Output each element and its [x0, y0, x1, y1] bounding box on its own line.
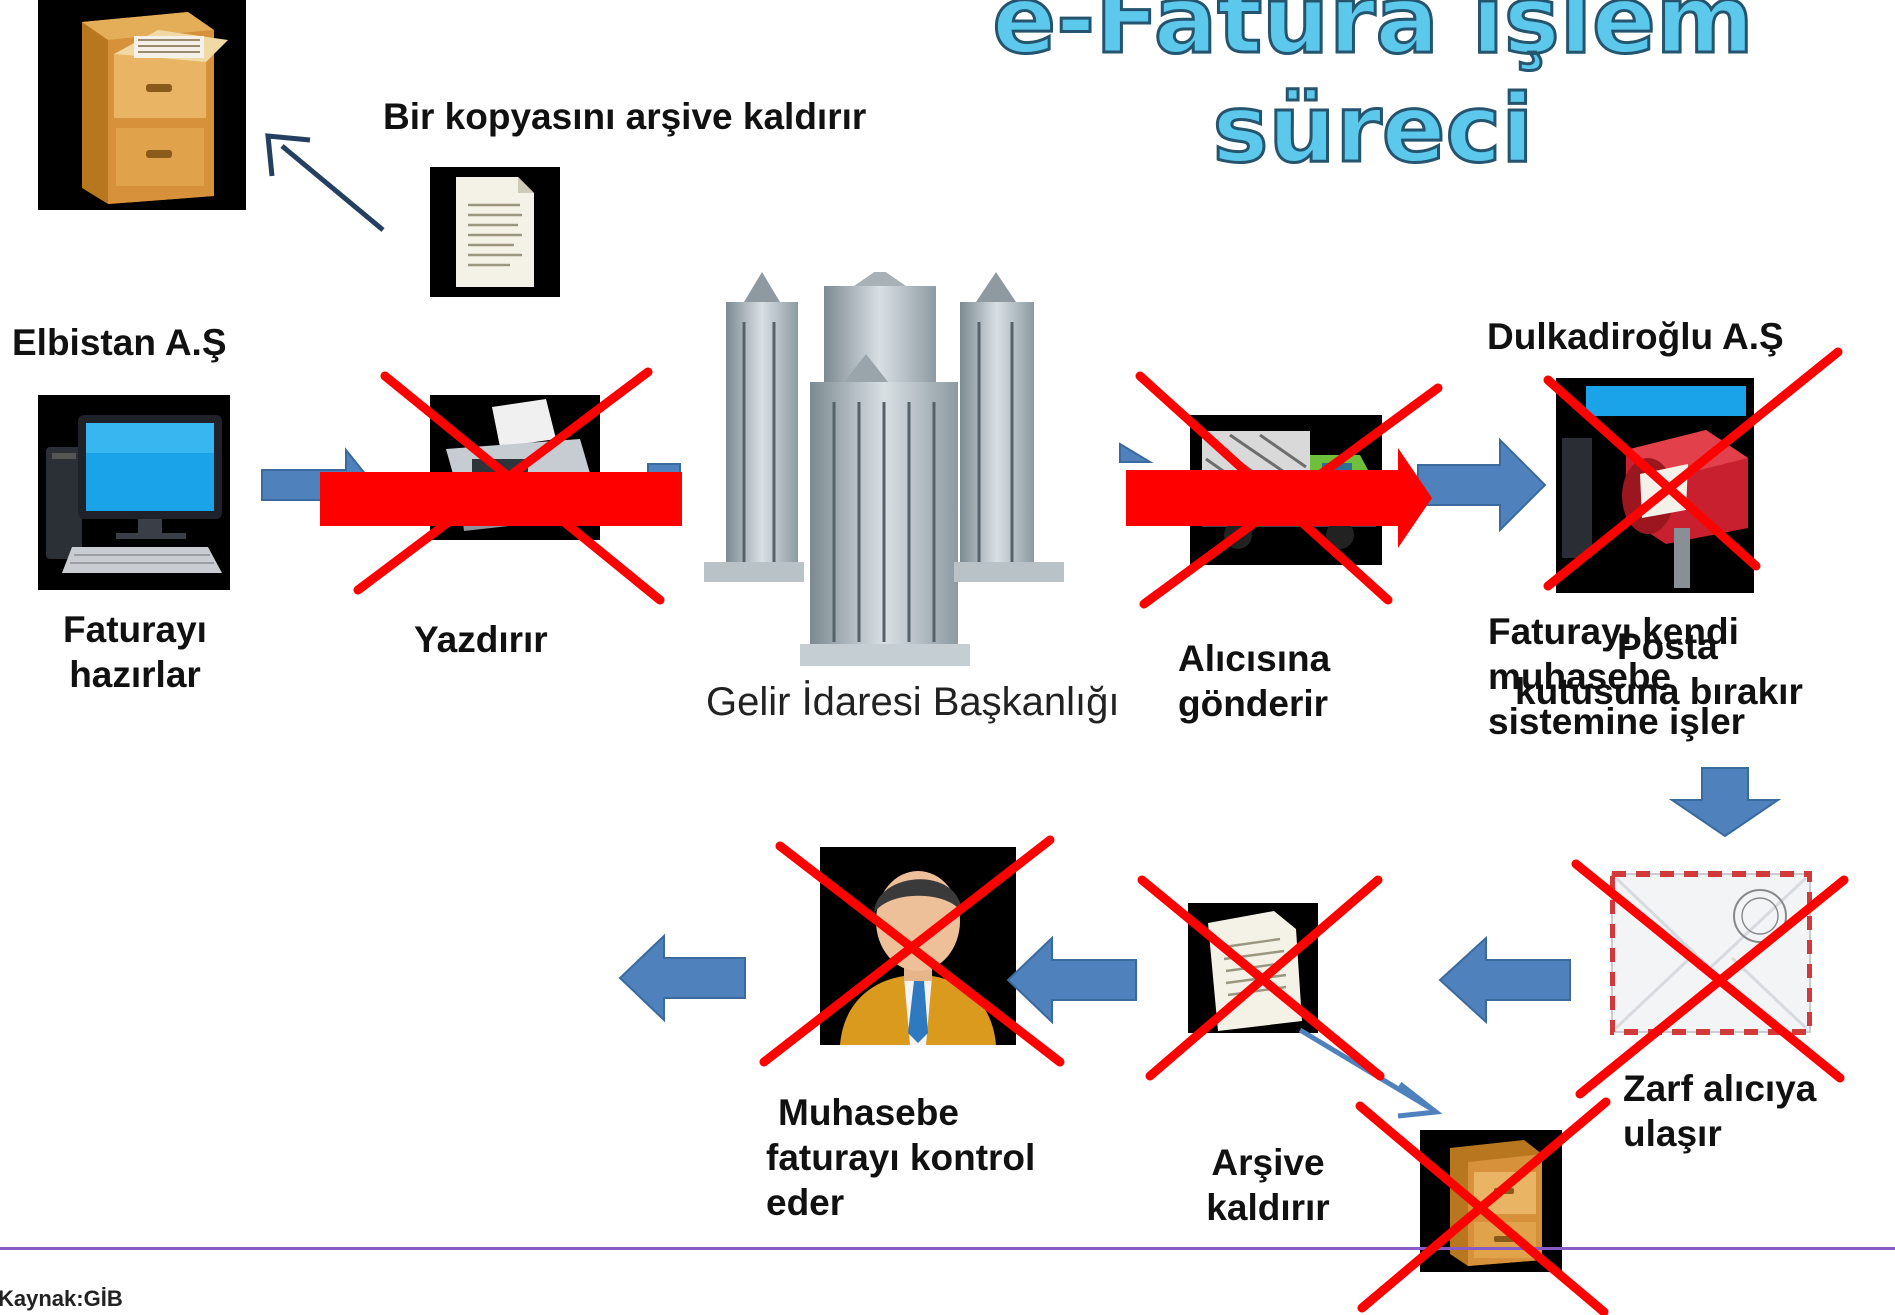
- send-label: Alıcısına gönderir: [1178, 636, 1330, 726]
- receiver-step-a-line-1: Faturayı kendi: [1488, 611, 1739, 652]
- flow-arrow-into-gib: [647, 463, 681, 509]
- send-line-2: gönderir: [1178, 683, 1329, 725]
- computer-icon: [38, 395, 230, 590]
- accounting-line-3: eder: [766, 1182, 845, 1224]
- receiver-step-a-line-2: muhasebe: [1488, 656, 1672, 698]
- send-line-1: Alıcısına: [1178, 638, 1331, 679]
- flow-arrow-envelope-to-archive: [1438, 935, 1571, 1025]
- sender-company-label: Elbistan A.Ş: [12, 322, 227, 363]
- footer-rule: [0, 1247, 1895, 1250]
- flow-arrow-truck-to-mailbox: [1417, 437, 1547, 533]
- prepare-line-2: hazırlar: [69, 654, 201, 696]
- mailbox-icon: [1556, 378, 1754, 593]
- prepare-line-1: Faturayı: [63, 609, 207, 650]
- document-icon: [1188, 903, 1318, 1033]
- accounting-label: Muhasebe faturayı kontrol eder: [766, 1090, 1035, 1225]
- file-cabinet-icon: [38, 0, 246, 210]
- source-label: Kaynak:GİB: [0, 1286, 123, 1311]
- envelope-line-2: ulaşır: [1623, 1113, 1722, 1155]
- archive-line-1: Arşive: [1211, 1142, 1325, 1183]
- archive-label: Arşive kaldırır: [1198, 1140, 1338, 1230]
- delivery-truck-icon: [1190, 415, 1382, 565]
- accounting-line-2: faturayı kontrol: [766, 1137, 1036, 1179]
- accountant-icon: [820, 847, 1016, 1045]
- print-label: Yazdırır: [414, 619, 548, 660]
- receiver-company-label: Dulkadiroğlu A.Ş: [1487, 316, 1784, 357]
- flow-arrow-down: [1668, 767, 1782, 838]
- archive-copy-arrow: [265, 133, 385, 232]
- accounting-line-1: Muhasebe: [778, 1092, 959, 1133]
- printer-icon: [430, 395, 600, 540]
- receiver-step-b-line-1: Posta: [1617, 626, 1718, 667]
- envelope-icon: [1610, 870, 1812, 1036]
- flow-arrow-archive-to-accounting: [1006, 935, 1137, 1025]
- archive-copy-label: Bir kopyasını arşive kaldırır: [383, 96, 867, 137]
- document-icon: [430, 167, 560, 297]
- archive-arrow: [1298, 1027, 1443, 1119]
- receiver-step-b-label: Posta kutusuna bırakır: [1515, 624, 1803, 714]
- receiver-step-a-label: Faturayı kendi muhasebe sistemine işler: [1488, 609, 1745, 744]
- archive-line-2: kaldırır: [1206, 1187, 1330, 1229]
- flow-arrow-out-gib: [1119, 442, 1154, 463]
- flow-arrow-prepare-to-print: [261, 447, 376, 523]
- page-title: e-Fatura işlem süreci: [958, 0, 1788, 186]
- title-line-1: e-Fatura işlem: [991, 0, 1755, 77]
- receiver-step-a-line-3: sistemine işler: [1488, 701, 1746, 743]
- flow-arrow-accounting-out: [618, 933, 746, 1023]
- receiver-step-b-line-2: kutusuna bırakır: [1515, 671, 1803, 713]
- envelope-label: Zarf alıcıya ulaşır: [1623, 1066, 1816, 1156]
- file-cabinet-icon: [1420, 1130, 1562, 1272]
- office-buildings-icon: [704, 272, 1070, 670]
- title-line-2: süreci: [1211, 74, 1535, 186]
- gib-label: Gelir İdaresi Başkanlığı: [706, 680, 1120, 724]
- prepare-label: Faturayı hazırlar: [40, 607, 230, 697]
- envelope-line-1: Zarf alıcıya: [1623, 1068, 1817, 1109]
